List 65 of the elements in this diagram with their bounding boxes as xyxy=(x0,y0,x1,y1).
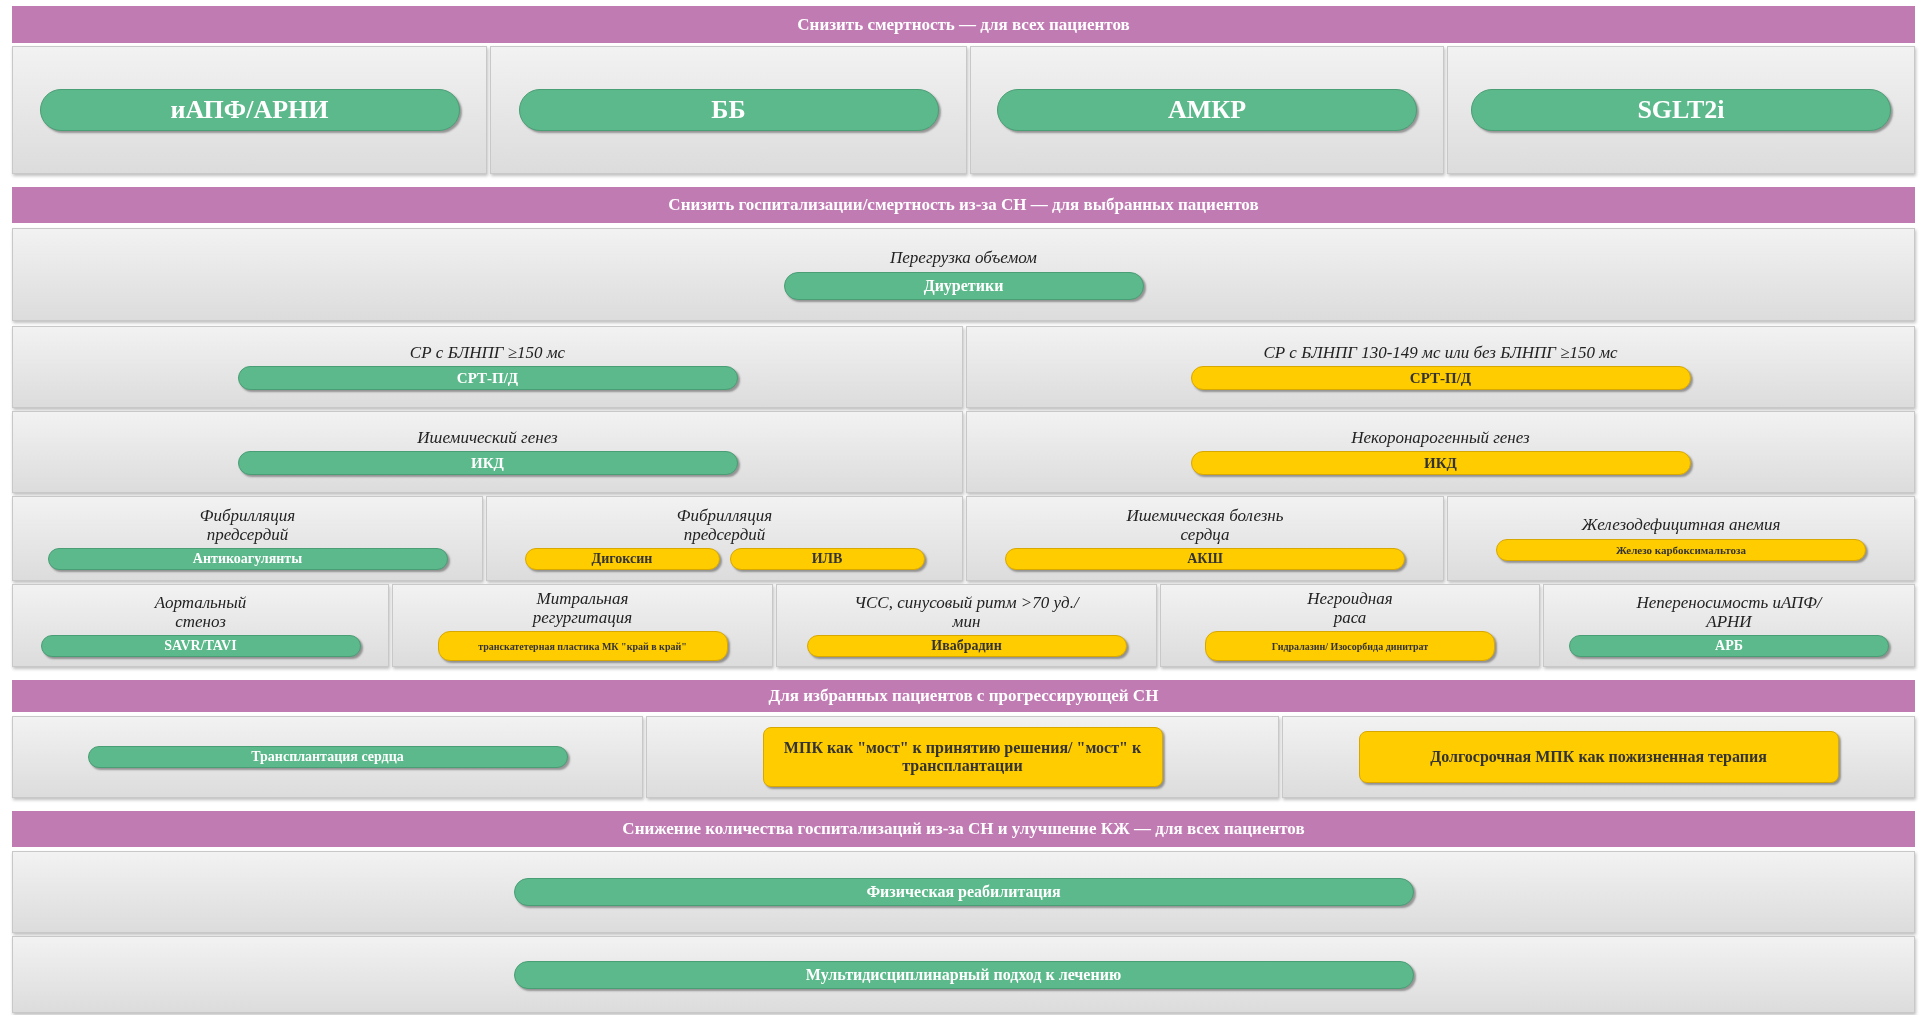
treatment-pill: Долгосрочная МПК как пожизненная терапия xyxy=(1358,731,1839,783)
condition-label: Непереносимость иАПФ/АРНИ xyxy=(1635,593,1824,632)
treatment-pill: Антикоагулянты xyxy=(47,548,448,571)
treatment-pill: Ивабрадин xyxy=(806,635,1127,658)
cell-panel xyxy=(12,936,1915,1013)
treatment-pill: МПК как "мост" к принятию решения/ "мост" к трансплантации xyxy=(762,727,1163,787)
treatment-pill: ББ xyxy=(518,89,939,131)
condition-label: Перегрузка объемом xyxy=(890,249,1037,268)
cell-panel xyxy=(966,326,1915,408)
condition-label: Фибрилляция предсердий xyxy=(675,506,774,545)
cell-panel xyxy=(1447,46,1915,174)
condition-label: Фибрилляция предсердий xyxy=(198,506,297,545)
treatment-pill: Диуретики xyxy=(783,271,1144,300)
header-band: Снижение количества госпитализаций из-за СН и улучшение КЖ — для всех пациентов xyxy=(12,811,1915,847)
treatment-pill: Физическая реабилитация xyxy=(513,878,1414,906)
treatment-pill: ИКД xyxy=(237,451,738,476)
treatment-pill: Мультидисциплинарный подход к лечению xyxy=(513,960,1414,989)
condition-label: СР с БЛНПГ 130-149 мс или без БЛНПГ ≥150 мс xyxy=(1263,343,1618,363)
condition-label: Ишемический генез xyxy=(417,428,558,448)
cell-panel xyxy=(490,46,967,174)
treatment-pill: Гидралазин/ Изосорбида динитрат xyxy=(1205,631,1495,662)
cell-panel xyxy=(12,851,1915,933)
condition-label: Ишемическая болезнь сердца xyxy=(1125,506,1285,545)
condition-label: Железодефицитная анемия xyxy=(1581,516,1781,535)
condition-label: ЧСС, синусовый ритм >70 уд./мин xyxy=(853,593,1081,632)
treatment-pill: СРТ-П/Д xyxy=(1190,366,1691,391)
treatment-pill: SGLT2i xyxy=(1471,89,1891,131)
cell-panel xyxy=(776,584,1157,667)
treatment-pill: ИЛВ xyxy=(729,548,925,571)
condition-label: Некоронарогенный генез xyxy=(1351,428,1530,448)
header-band: Для избранных пациентов с прогрессирующей СН xyxy=(12,680,1915,712)
cell-panel xyxy=(1447,496,1915,581)
cell-panel xyxy=(12,716,643,798)
cell-panel xyxy=(12,46,487,174)
cell-panel xyxy=(12,496,483,581)
cell-panel xyxy=(12,584,389,667)
cell-panel xyxy=(1543,584,1915,667)
cell-panel xyxy=(1282,716,1915,798)
treatment-pill: транскатетерная пластика МК "край в край" xyxy=(437,631,728,662)
cell-panel xyxy=(12,411,963,493)
treatment-pill: SAVR/TAVI xyxy=(40,635,361,658)
cell-panel xyxy=(12,228,1915,321)
header-band: Снизить смертность — для всех пациентов xyxy=(12,6,1915,43)
header-band: Снизить госпитализации/смертность из-за СН — для выбранных пациентов xyxy=(12,187,1915,223)
cell-panel xyxy=(966,411,1915,493)
condition-label: СР с БЛНПГ ≥150 мс xyxy=(409,343,566,363)
cell-panel xyxy=(646,716,1279,798)
treatment-pill: АМКР xyxy=(997,89,1417,131)
condition-label: Митральная регургитация xyxy=(531,589,634,628)
cell-panel xyxy=(12,326,963,408)
condition-label: Негроидная раса xyxy=(1306,589,1394,628)
condition-label: Аортальный стеноз xyxy=(153,593,248,632)
cell-panel xyxy=(1160,584,1540,667)
cell-panel xyxy=(966,496,1444,581)
treatment-pill: Железо карбоксимальтоза xyxy=(1496,538,1866,561)
cell-panel xyxy=(486,496,963,581)
treatment-pill: АРБ xyxy=(1569,635,1889,658)
cell-panel xyxy=(970,46,1444,174)
treatment-pill: Дигоксин xyxy=(524,548,720,571)
cell-panel xyxy=(392,584,773,667)
treatment-pill: АКШ xyxy=(1005,548,1405,571)
treatment-pill: иАПФ/АРНИ xyxy=(39,89,460,131)
treatment-pill: СРТ-П/Д xyxy=(237,366,738,391)
treatment-pill: ИКД xyxy=(1190,451,1691,476)
treatment-pill: Трансплантация сердца xyxy=(87,746,568,768)
